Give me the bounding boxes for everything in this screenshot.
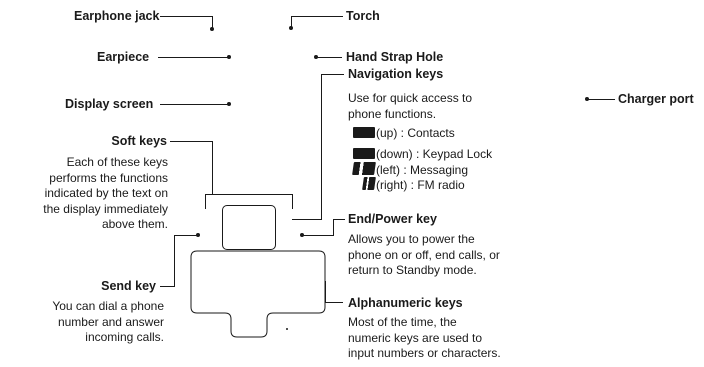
alphanumeric-keys-leader-end [325,302,343,303]
description-line: performs the functions [49,170,168,185]
label-earphone-jack: Earphone jack [74,9,160,23]
navigation-key-outline [222,205,276,250]
soft-keys-bracket-right [292,194,293,209]
send-key-description: You can dial a phone number and answer i… [20,299,164,346]
description-line: input numbers or characters. [348,346,501,360]
nav-key-right-row: (right) : FM radio [353,177,465,193]
alphanumeric-keys-description: Most of the time, the numeric keys are u… [348,315,501,362]
description-line: return to Standby mode. [348,263,477,277]
description-line: phone functions. [348,106,437,121]
soft-keys-bracket [205,194,293,195]
earpiece-point [227,55,231,59]
soft-keys-bracket-left [205,194,206,209]
up-key-icon [353,127,375,138]
nav-key-left-text: (left) : Messaging [376,163,469,177]
nav-key-right-text: (right) : FM radio [376,178,465,192]
label-hand-strap-hole: Hand Strap Hole [346,50,444,64]
description-line: the display immediately [43,201,168,216]
description-line: numeric keys are used to [348,330,483,345]
nav-key-left-row: (left) : Messaging [352,162,469,178]
display-screen-leader [160,104,228,105]
label-end-power-key: End/Power key [348,212,437,226]
send-key-leader [174,235,175,286]
hand-strap-hole-leader [316,57,342,58]
label-charger-port: Charger port [618,92,694,106]
description-line: incoming calls. [85,330,164,344]
torch-leader-rise [291,16,292,27]
soft-keys-leader-drop [212,141,213,194]
earphone-jack-leader [160,16,212,17]
navigation-keys-description: Use for quick access to phone functions. [348,91,472,122]
description-line: indicated by the text on [44,186,168,200]
navigation-keys-leader [321,74,322,219]
earpiece-leader [158,57,228,58]
label-navigation-keys: Navigation keys [348,67,444,81]
end-power-key-leader-end [333,219,345,220]
alphanumeric-keys-leader [325,281,326,303]
description-line: You can dial a phone [52,299,164,313]
send-key-leader-top [174,235,198,236]
down-key-icon [353,148,375,159]
send-key-point [196,233,200,237]
description-line: Most of the time, the [348,315,457,329]
label-soft-keys: Soft keys [111,134,167,148]
keypad-outline [190,250,326,338]
label-torch: Torch [346,9,380,23]
right-key-icon [362,177,376,190]
keypad-marker [286,328,288,330]
end-power-key-leader-rise [333,219,334,236]
left-key-icon [352,162,376,175]
navigation-keys-leader-top [321,74,344,75]
display-screen-point [227,102,231,106]
description-line: phone on or off, end calls, or [348,247,500,262]
description-line: above them. [101,217,168,231]
earphone-jack-point [210,27,214,31]
description-line: Use for quick access to [348,91,473,105]
label-display-screen: Display screen [65,97,154,111]
torch-point [289,26,293,30]
earphone-jack-leader-drop [212,16,213,28]
send-key-leader-end [160,286,175,287]
end-power-key-leader [302,235,334,236]
label-earpiece: Earpiece [97,50,150,64]
label-alphanumeric-keys: Alphanumeric keys [348,296,463,310]
description-line: Each of these keys [66,155,168,169]
torch-leader [291,16,343,17]
end-power-key-description: Allows you to power the phone on or off,… [348,232,500,279]
description-line: Allows you to power the [348,232,475,246]
nav-key-down-text: (down) : Keypad Lock [376,147,493,161]
nav-key-up-text: (up) : Contacts [376,126,455,140]
navigation-keys-leader-end [292,219,322,220]
nav-key-down-row: (down) : Keypad Lock [353,147,492,162]
soft-keys-leader [170,141,213,142]
description-line: number and answer [57,314,164,329]
charger-port-leader [587,99,615,100]
soft-keys-description: Each of these keys performs the function… [0,155,168,233]
nav-key-up-row: (up) : Contacts [353,126,455,141]
label-send-key: Send key [101,279,156,293]
